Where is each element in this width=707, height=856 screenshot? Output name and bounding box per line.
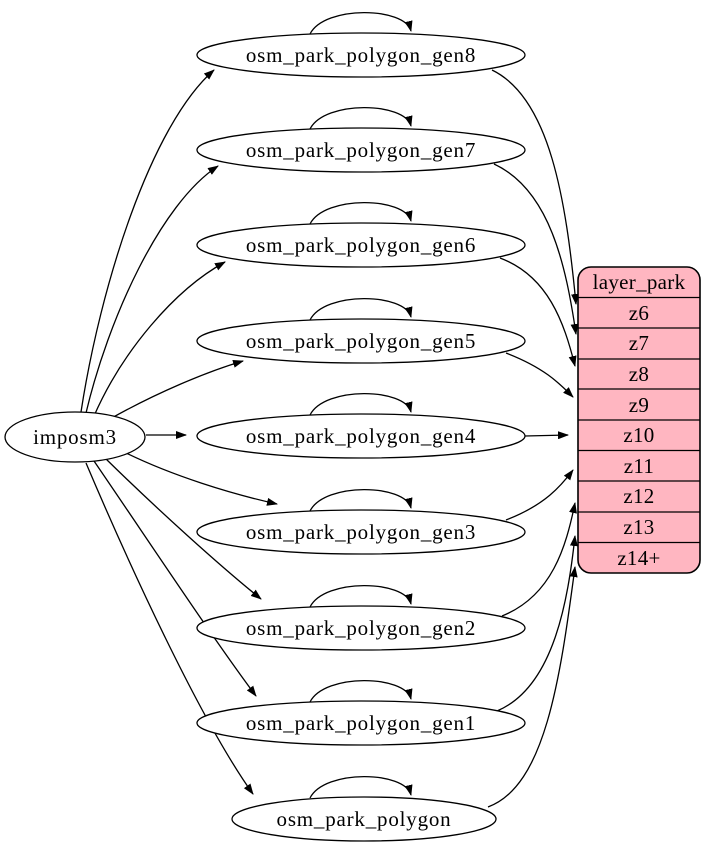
edge-imposm3-to-gen7 (85, 165, 219, 414)
node-imposm3: imposm3 (4, 411, 146, 463)
imposm3-ellipse (4, 411, 146, 463)
gen5-label: osm_park_polygon_gen5 (246, 329, 476, 353)
layer-park-title: layer_park (593, 270, 686, 294)
edge-imposm3-to-gen6 (93, 261, 226, 417)
edge-gen7-to-z7 (493, 163, 579, 335)
edge-gen2-to-z12 (501, 502, 577, 617)
imposm3-label: imposm3 (33, 425, 117, 449)
gen2-ellipse (196, 605, 526, 651)
self-loop-gen2 (309, 584, 413, 608)
self-loop-gen5 (309, 297, 413, 321)
node-osm-park-polygon-gen5: osm_park_polygon_gen5 (196, 318, 526, 364)
polygon-label: osm_park_polygon (277, 807, 452, 831)
node-osm-park-polygon-gen6: osm_park_polygon_gen6 (196, 222, 526, 268)
edge-imposm3-to-gen8 (80, 69, 215, 413)
edge-gen5-to-z9 (505, 352, 574, 398)
edge-gen4-to-z10 (524, 431, 569, 440)
node-osm-park-polygon-gen7: osm_park_polygon_gen7 (196, 127, 526, 173)
self-loop-gen1 (309, 679, 413, 703)
node-osm-park-polygon: osm_park_polygon (231, 796, 497, 842)
gen4-label: osm_park_polygon_gen4 (246, 424, 476, 448)
edge-gen6-to-z8 (499, 257, 577, 367)
gen8-label: osm_park_polygon_gen8 (246, 43, 476, 67)
edge-imposm3-to-gen3 (121, 450, 278, 506)
edge-imposm3-to-polygon (85, 462, 254, 795)
table-row-z11: z11 (624, 454, 654, 478)
gen1-ellipse (196, 700, 526, 746)
layer-park-table: layer_park z6 z7 z8 z9 z10 z11 z12 z13 z… (577, 266, 701, 574)
gen3-label: osm_park_polygon_gen3 (246, 520, 476, 544)
gen3-ellipse (196, 509, 526, 555)
self-loop-gen7 (309, 106, 413, 130)
edge-gen3-to-z11 (505, 469, 574, 521)
edge-gen8-to-z6 (491, 69, 580, 305)
node-osm-park-polygon-gen8: osm_park_polygon_gen8 (196, 32, 526, 78)
edges-tables-to-layer (487, 69, 580, 808)
gen5-ellipse (196, 318, 526, 364)
table-row-z7: z7 (629, 331, 649, 355)
gen7-label: osm_park_polygon_gen7 (246, 138, 476, 162)
self-loop-gen8 (309, 11, 413, 35)
edge-polygon-to-z14 (487, 566, 578, 808)
node-osm-park-polygon-gen3: osm_park_polygon_gen3 (196, 509, 526, 555)
edge-imposm3-to-gen5 (109, 360, 244, 420)
node-osm-park-polygon-gen2: osm_park_polygon_gen2 (196, 605, 526, 651)
gen6-ellipse (196, 222, 526, 268)
table-row-z12: z12 (623, 484, 654, 508)
gen6-label: osm_park_polygon_gen6 (246, 233, 476, 257)
self-loop-gen6 (309, 201, 413, 225)
edges-source-to-tables (80, 69, 278, 795)
self-loop-gen4 (309, 392, 413, 416)
table-row-z9: z9 (629, 393, 649, 417)
table-row-z10: z10 (623, 423, 654, 447)
edge-imposm3-to-gen2 (104, 457, 262, 600)
table-row-z6: z6 (629, 301, 649, 325)
node-osm-park-polygon-gen1: osm_park_polygon_gen1 (196, 700, 526, 746)
edge-gen1-to-z13 (496, 535, 578, 712)
polygon-ellipse (231, 796, 497, 842)
gen1-label: osm_park_polygon_gen1 (246, 711, 476, 735)
table-row-z14: z14+ (617, 546, 660, 570)
gen2-label: osm_park_polygon_gen2 (246, 616, 476, 640)
node-osm-park-polygon-gen4: osm_park_polygon_gen4 (196, 413, 526, 459)
gen7-ellipse (196, 127, 526, 173)
table-row-z8: z8 (629, 362, 649, 386)
gen4-ellipse (196, 413, 526, 459)
table-row-z13: z13 (623, 515, 654, 539)
gen8-ellipse (196, 32, 526, 78)
self-loop-edges (309, 11, 413, 799)
self-loop-gen3 (309, 488, 413, 512)
self-loop-polygon (309, 775, 413, 799)
edge-imposm3-to-gen1 (93, 460, 257, 697)
